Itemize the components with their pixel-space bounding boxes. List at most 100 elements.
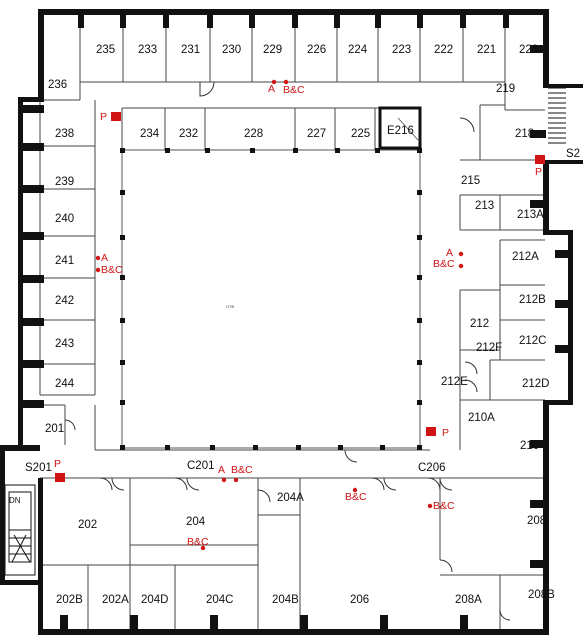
room-label-227: 227 <box>307 128 326 140</box>
room-label-238: 238 <box>55 128 74 140</box>
courtyard-label: OTB <box>226 304 235 309</box>
room-label-s2: S2 <box>566 148 580 160</box>
room-label-212: 212 <box>470 318 489 330</box>
courtyard: OTB <box>120 148 422 450</box>
marker-bc204: B&C <box>187 536 209 551</box>
marker-text: B&C <box>433 500 455 512</box>
marker-text: B&C <box>433 258 455 270</box>
room-label-235: 235 <box>96 44 115 56</box>
room-label-229: 229 <box>263 44 282 56</box>
marker-text: A <box>101 252 108 264</box>
room-label-212b: 212B <box>519 294 546 306</box>
marker-dot <box>352 487 358 493</box>
marker-bc241: B&C <box>95 264 123 276</box>
marker-text: B&C <box>187 536 209 548</box>
room-label-218: 218 <box>515 128 534 140</box>
marker-text: P <box>54 458 61 470</box>
marker-dot <box>95 267 101 273</box>
marker-bc212: B&C <box>433 258 464 270</box>
marker-text: A <box>268 83 275 95</box>
room-label-225: 225 <box>351 128 370 140</box>
marker-a229: A <box>268 79 277 95</box>
room-label-212c: 212C <box>519 335 547 347</box>
stair-northeast <box>548 87 566 144</box>
room-label-s201: S201 <box>25 462 52 474</box>
marker-text: P <box>442 427 449 439</box>
room-label-222: 222 <box>434 44 453 56</box>
room-label-219: 219 <box>496 83 515 95</box>
marker-text: P <box>100 111 107 123</box>
room-label-215: 215 <box>461 175 480 187</box>
marker-dot <box>221 477 227 483</box>
room-label-240: 240 <box>55 213 74 225</box>
marker-text: P <box>535 166 542 178</box>
room-label-c201: C201 <box>187 460 215 472</box>
marker-dot <box>283 79 289 85</box>
marker-pcourt: P <box>426 427 449 439</box>
room-label-226: 226 <box>307 44 326 56</box>
marker-dot <box>233 477 239 483</box>
room-label-204: 204 <box>186 516 206 528</box>
marker-p218: P <box>535 155 545 178</box>
marker-square <box>111 112 121 121</box>
room-e216-walls <box>378 106 422 150</box>
room-label-208b: 208B <box>528 589 555 601</box>
room-label-208a: 208A <box>455 594 482 606</box>
room-label-231: 231 <box>181 44 200 56</box>
room-label-234: 234 <box>140 128 160 140</box>
marker-dot <box>427 503 433 509</box>
marker-text: A <box>446 247 453 259</box>
room-label-221: 221 <box>477 44 496 56</box>
marker-dot <box>271 79 277 85</box>
marker-dot <box>458 251 464 257</box>
room-label-243: 243 <box>55 338 74 350</box>
room-label-213a: 213A <box>517 209 544 221</box>
room-label-202a: 202A <box>102 594 129 606</box>
room-label-202b: 202B <box>56 594 83 606</box>
marker-dot <box>95 255 101 261</box>
room-label-210: 210 <box>520 440 539 452</box>
room-label-239: 239 <box>55 176 74 188</box>
room-label-210a: 210A <box>468 412 495 424</box>
room-label-204d: 204D <box>141 594 169 606</box>
room-label-213: 213 <box>475 200 494 212</box>
room-label-241: 241 <box>55 255 74 267</box>
room-label-230: 230 <box>222 44 241 56</box>
room-label-236: 236 <box>48 79 67 91</box>
marker-text: B&C <box>101 264 123 276</box>
room-label-212d: 212D <box>522 378 550 390</box>
marker-bc206b: B&C <box>427 500 455 512</box>
room-label-e216: E216 <box>387 125 414 137</box>
room-label-233: 233 <box>138 44 157 56</box>
room-label-201: 201 <box>45 423 64 435</box>
room-label-212e: 212E <box>441 376 468 388</box>
room-label-224: 224 <box>348 44 368 56</box>
marker-square <box>535 155 545 164</box>
door-swings <box>64 81 511 621</box>
marker-square <box>426 427 436 436</box>
room-label-202: 202 <box>78 519 97 531</box>
room-label-228: 228 <box>244 128 263 140</box>
room-label-206: 206 <box>350 594 369 606</box>
marker-text: B&C <box>283 84 305 96</box>
room-label-232: 232 <box>179 128 198 140</box>
marker-bc229: B&C <box>283 79 305 96</box>
marker-bc206a: B&C <box>345 487 367 503</box>
marker-dot <box>458 263 464 269</box>
marker-square <box>55 473 65 482</box>
room-label-204c: 204C <box>206 594 234 606</box>
room-label-c206: C206 <box>418 462 446 474</box>
marker-a241: A <box>95 252 108 264</box>
exterior-walls <box>0 9 583 635</box>
marker-text: B&C <box>345 491 367 503</box>
room-label-244: 244 <box>55 378 75 390</box>
marker-text: B&C <box>231 464 253 476</box>
room-label-204b: 204B <box>272 594 299 606</box>
room-label-208: 208 <box>527 515 546 527</box>
stair-southwest <box>4 484 36 576</box>
room-label-212f: 212F <box>476 342 502 354</box>
stairs-down-label: DN <box>9 496 21 505</box>
marker-a212: A <box>446 247 464 259</box>
